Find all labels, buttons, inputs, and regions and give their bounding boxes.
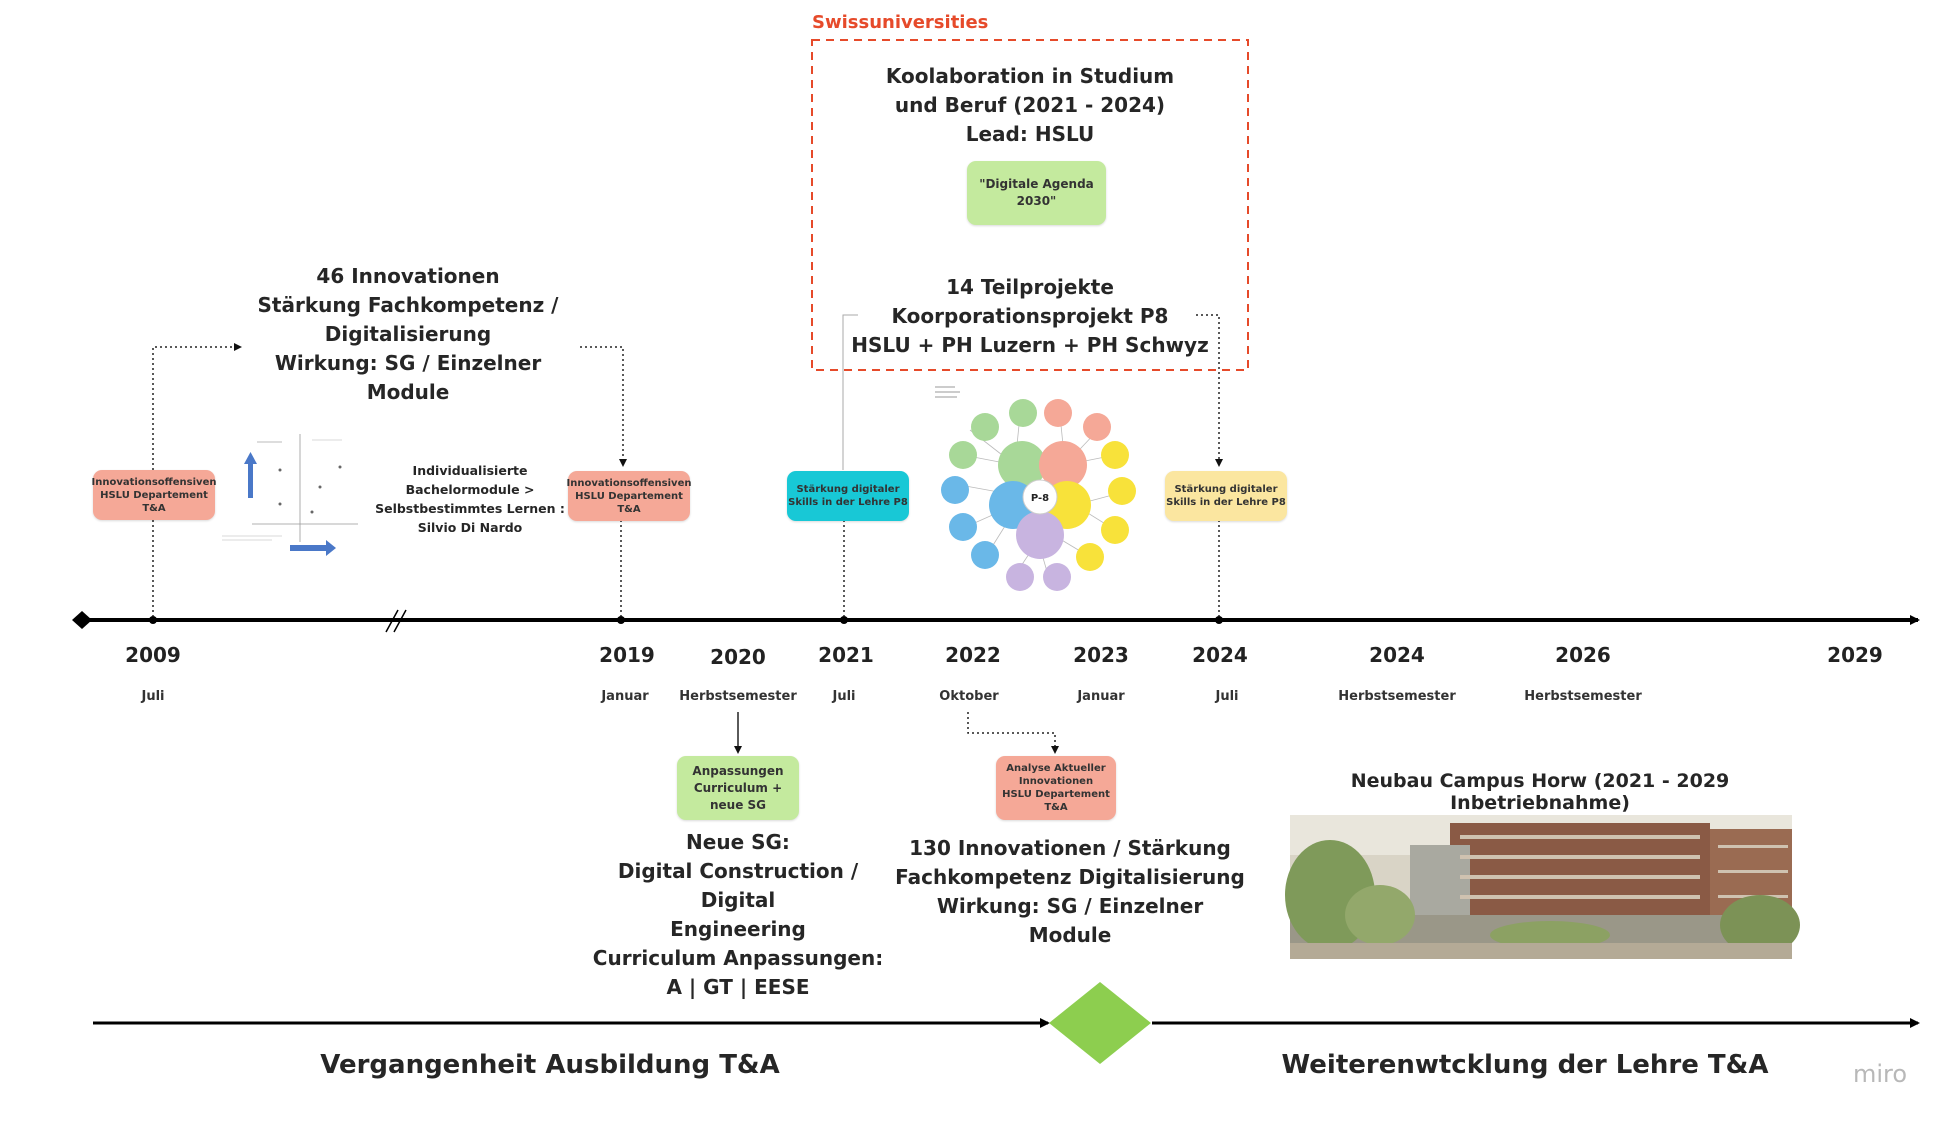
card-curriculum-2020[interactable]: Anpassungen Curriculum + neue SG xyxy=(677,756,799,820)
bottom-title-past: Vergangenheit Ausbildung T&A xyxy=(320,1050,780,1080)
timeline-dot-2019 xyxy=(617,616,625,624)
swiss-subprojects: 14 Teilprojekte Koorporationsprojekt P8 … xyxy=(851,275,1209,357)
timeline-break-1 xyxy=(385,609,399,633)
card-skills-2024[interactable]: Stärkung digitaler Skills in der Lehre P… xyxy=(1165,471,1287,521)
timeline-sub: Januar xyxy=(601,689,649,704)
timeline-year: 2009 xyxy=(125,643,181,667)
text-individualisierte: Individualisierte Bachelormodule > Selbs… xyxy=(375,463,565,535)
timeline-year: 2029 xyxy=(1827,643,1883,667)
timeline-dot-2009 xyxy=(149,616,157,624)
card-innovation-2009[interactable]: Innovationsoffensiven HSLU Departement T… xyxy=(92,470,216,520)
timeline-year: 2020 xyxy=(710,645,766,669)
timeline-sub: Januar xyxy=(1077,689,1125,704)
timeline-start-diamond xyxy=(72,611,92,629)
timeline-year: 2026 xyxy=(1555,643,1611,667)
timeline-sub: Juli xyxy=(1215,689,1239,704)
connector-2022-to-analysis xyxy=(967,712,1059,754)
timeline-year: 2024 xyxy=(1369,643,1425,667)
card-analysis-2022[interactable]: Analyse Aktueller Innovationen HSLU Depa… xyxy=(996,756,1116,820)
bottom-title-future: Weiterenwtcklung der Lehre T&A xyxy=(1281,1050,1769,1080)
connector-2021-to-swiss xyxy=(842,314,858,470)
milestone-diamond xyxy=(1049,982,1151,1064)
timeline-sub: Oktober xyxy=(939,689,999,704)
timeline-sub: Herbstsemester xyxy=(679,689,797,704)
text-130-innovationen: 130 Innovationen / Stärkung Fachkompeten… xyxy=(895,836,1245,947)
timeline-break-2 xyxy=(393,609,407,633)
timeline-year: 2019 xyxy=(599,643,655,667)
timeline-dot-2021 xyxy=(840,616,848,624)
campus-image xyxy=(1285,815,1800,959)
timeline-dot-2024 xyxy=(1215,616,1223,624)
card-innovation-2019[interactable]: Innovationsoffensiven HSLU Departement T… xyxy=(567,471,691,521)
text-neue-sg: Neue SG: Digital Construction / Digital … xyxy=(592,830,884,999)
text-46-innovationen: 46 Innovationen Stärkung Fachkompetenz /… xyxy=(257,264,559,404)
connector-2009-to-text xyxy=(152,343,242,470)
campus-title: Neubau Campus Horw (2021 - 2029 Inbetrie… xyxy=(1350,770,1730,814)
timeline-sub: Herbstsemester xyxy=(1524,689,1642,704)
swiss-dashed-box xyxy=(811,39,1249,371)
card-digitale-agenda[interactable]: "Digitale Agenda 2030" xyxy=(967,161,1106,225)
swiss-title: Koolaboration in Studium und Beruf (2021… xyxy=(885,64,1175,146)
chart-thumbnail xyxy=(222,432,360,557)
swiss-label: Swissuniversities xyxy=(812,12,989,33)
timeline-year: 2022 xyxy=(945,643,1001,667)
miro-watermark: miro xyxy=(1853,1060,1907,1088)
p8-bubble-diagram: P-8 xyxy=(935,386,1136,591)
timeline-year: 2024 xyxy=(1192,643,1248,667)
connector-text-to-2019 xyxy=(580,346,627,467)
timeline-sub: Herbstsemester xyxy=(1338,689,1456,704)
timeline-sub: Juli xyxy=(141,689,165,704)
p8-center-label: P-8 xyxy=(1031,493,1049,504)
timeline-year: 2023 xyxy=(1073,643,1129,667)
card-skills-2021[interactable]: Stärkung digitaler Skills in der Lehre P… xyxy=(787,471,909,521)
timeline-year: 2021 xyxy=(818,643,874,667)
timeline-sub: Juli xyxy=(832,689,856,704)
